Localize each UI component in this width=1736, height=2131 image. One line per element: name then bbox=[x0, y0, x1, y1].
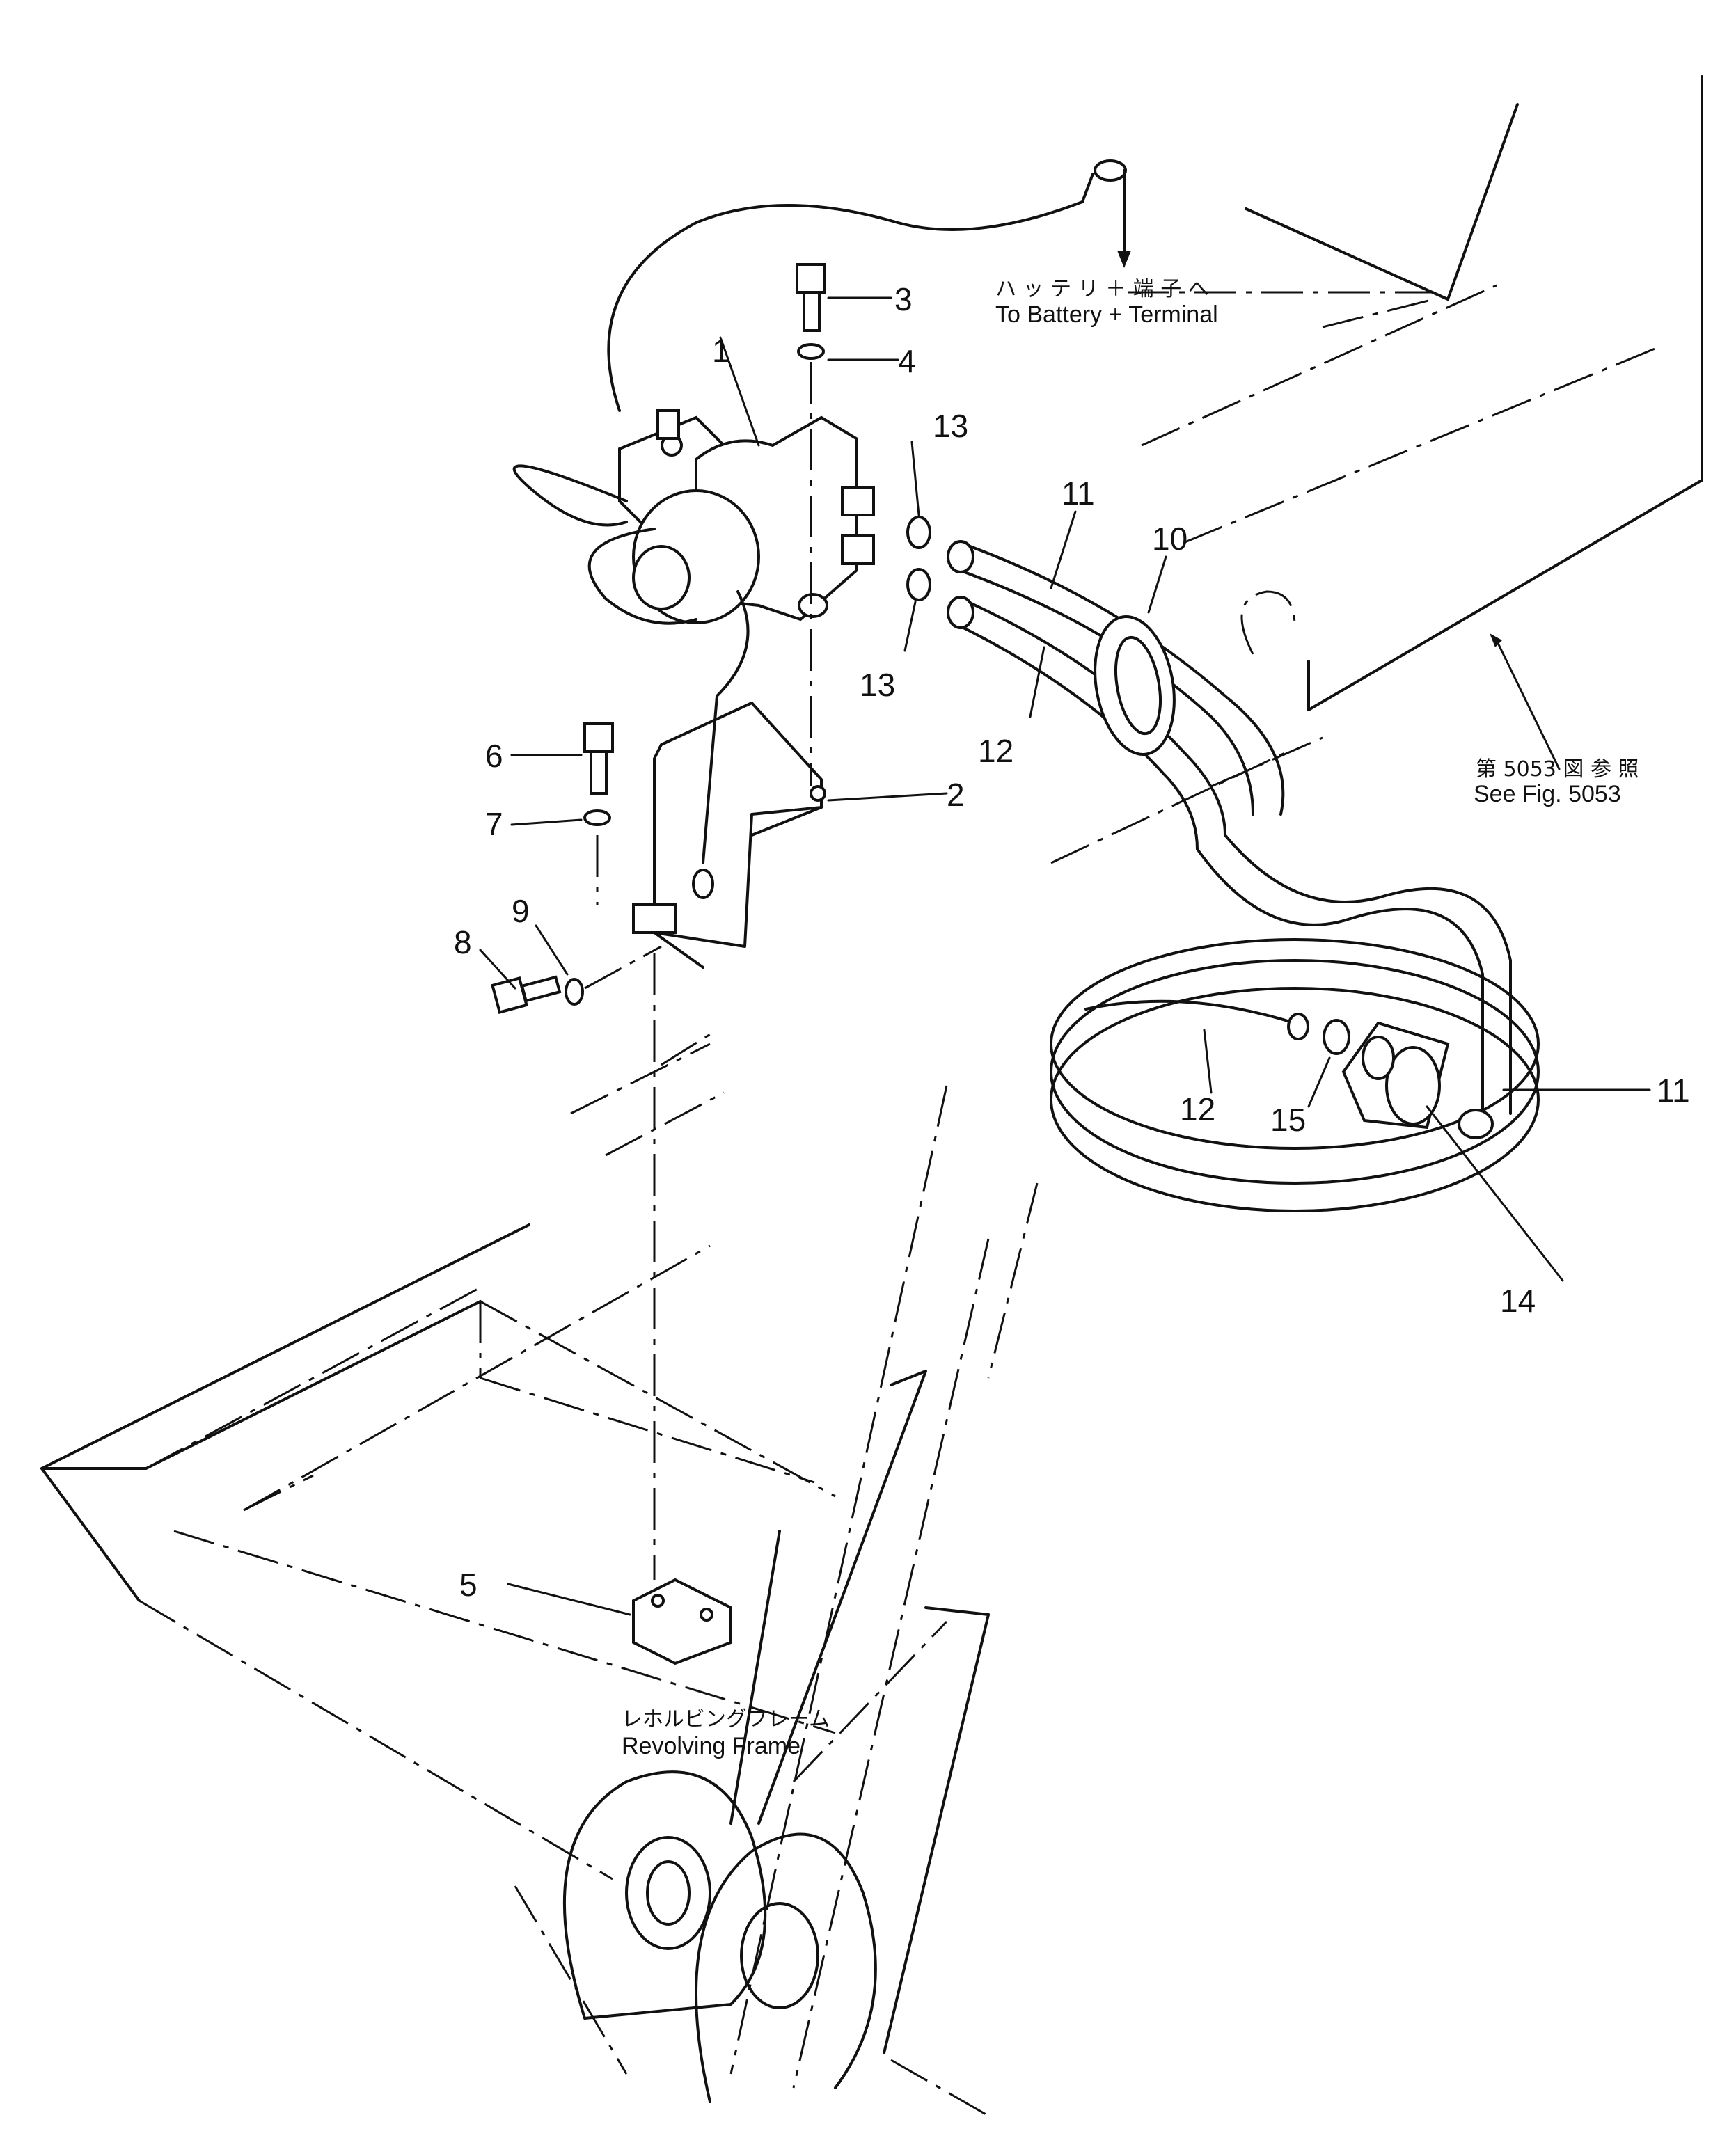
bolt-6 bbox=[583, 722, 614, 795]
leader-lines bbox=[479, 296, 1651, 1616]
callout-14: 14 bbox=[1500, 1283, 1536, 1319]
callout-3: 3 bbox=[894, 281, 913, 317]
callout-11-top: 11 bbox=[1062, 475, 1095, 512]
callout-15: 15 bbox=[1270, 1102, 1306, 1138]
callout-8: 8 bbox=[454, 924, 472, 960]
callout-5: 5 bbox=[459, 1567, 478, 1603]
figure-ref-en: See Fig. 5053 bbox=[1474, 781, 1621, 807]
callout-11-right: 11 bbox=[1657, 1072, 1690, 1109]
battery-note-jp: ハ ッ テ リ ＋ 端 子 へ bbox=[995, 277, 1209, 301]
battery-relay bbox=[512, 409, 875, 899]
battery-box-outline bbox=[1050, 75, 1703, 864]
figure-ref-jp: 第 5053 図 参 照 bbox=[1476, 757, 1639, 782]
callout-12-upper: 12 bbox=[978, 733, 1013, 769]
callout-6: 6 bbox=[485, 738, 503, 774]
callout-2: 2 bbox=[947, 777, 965, 813]
callout-10: 10 bbox=[1152, 521, 1187, 557]
grommet-10 bbox=[1094, 615, 1176, 756]
centerline-bolt-8 bbox=[584, 945, 662, 990]
washer-7 bbox=[583, 809, 611, 826]
callout-1: 1 bbox=[712, 333, 730, 369]
callout-7: 7 bbox=[485, 806, 503, 842]
frame-label-jp: レホルビングフレーム bbox=[622, 1707, 830, 1732]
callout-12-lower: 12 bbox=[1180, 1091, 1215, 1127]
breather-hoses bbox=[947, 540, 1540, 1212]
battery-note-en: To Battery + Terminal bbox=[995, 301, 1218, 328]
battery-cable bbox=[607, 159, 1131, 412]
frame-label-en: Revolving Frame bbox=[622, 1733, 800, 1759]
clamp-13-upper bbox=[906, 516, 931, 549]
bolt-8 bbox=[491, 975, 562, 1014]
callout-9: 9 bbox=[512, 893, 530, 929]
breather-14 bbox=[1341, 1021, 1450, 1130]
bolt-3 bbox=[796, 263, 826, 332]
clamp-15 bbox=[1323, 1019, 1350, 1055]
relay-bracket bbox=[632, 702, 826, 969]
callout-13-top: 13 bbox=[933, 408, 968, 444]
washer-9 bbox=[565, 978, 584, 1006]
clamp-13-lower bbox=[906, 568, 931, 601]
callout-13-bottom: 13 bbox=[860, 667, 895, 703]
revolving-frame-outline bbox=[40, 1029, 1039, 2117]
callout-4: 4 bbox=[898, 343, 916, 379]
plate-5 bbox=[632, 1578, 732, 1665]
washer-4 bbox=[797, 343, 825, 360]
